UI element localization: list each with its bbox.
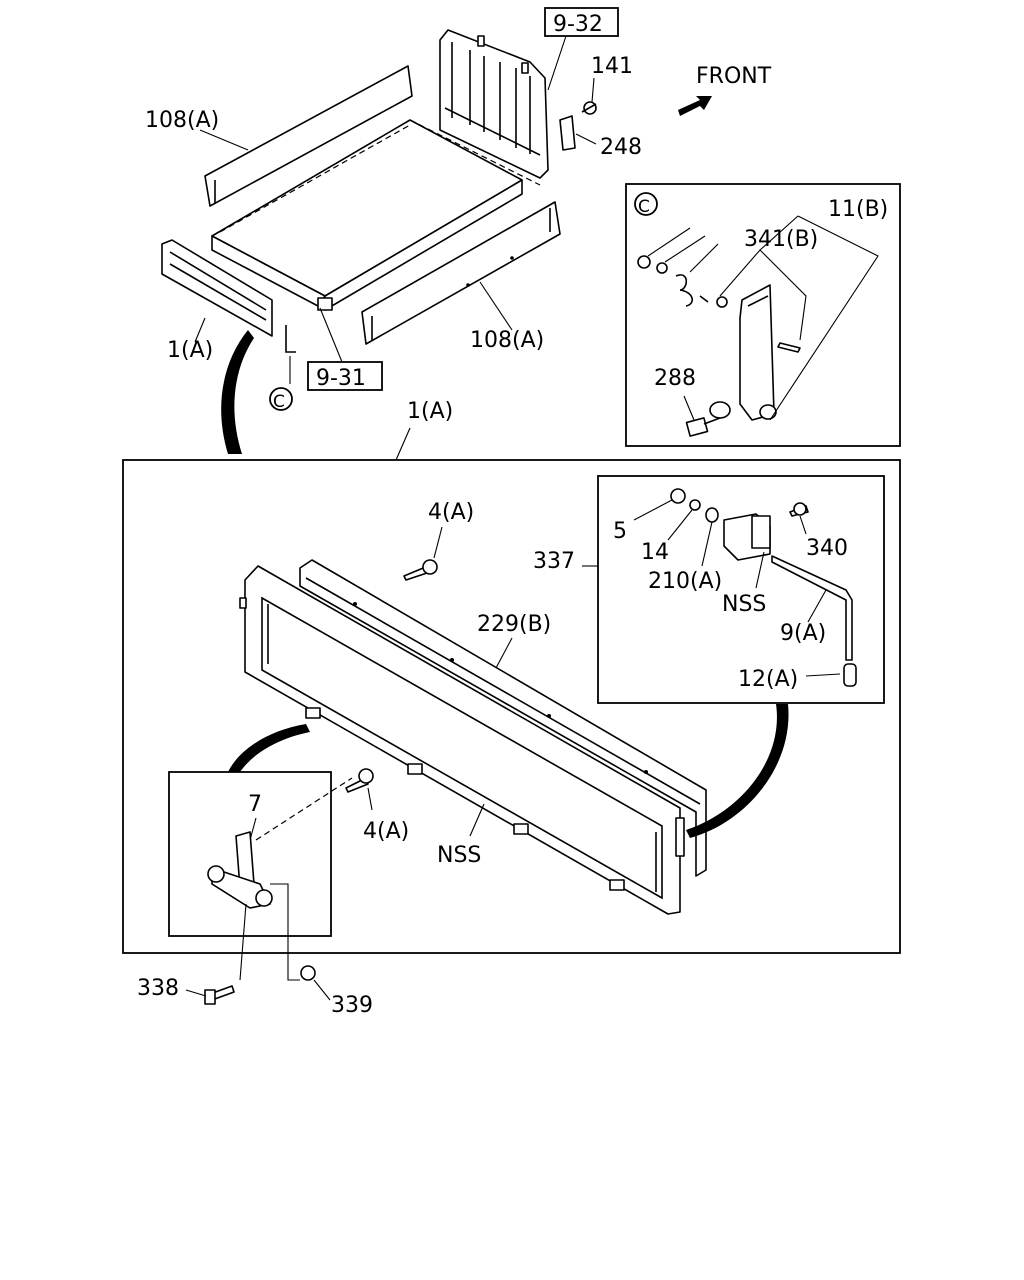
label-288: 288 bbox=[654, 366, 696, 391]
ref-box-9-31 bbox=[307, 361, 383, 391]
label-nss-main: NSS bbox=[437, 843, 481, 868]
bed-floor bbox=[211, 119, 541, 311]
label-nss-inset: NSS bbox=[722, 592, 766, 617]
label-108a-bottom: 108(A) bbox=[470, 328, 544, 353]
label-1a-main: 1(A) bbox=[407, 399, 453, 424]
label-front: FRONT bbox=[696, 64, 772, 89]
label-108a-top: 108(A) bbox=[145, 108, 219, 133]
label-14: 14 bbox=[641, 540, 669, 565]
label-229b: 229(B) bbox=[477, 612, 551, 637]
inset-7: 7 4(A) bbox=[168, 768, 409, 981]
label-338: 338 bbox=[137, 976, 179, 1001]
detail-c-marker: C bbox=[273, 392, 285, 412]
callout-arrow-top bbox=[221, 330, 254, 454]
tailgate-detail: 1(A) 4(A) 229(B) NSS bbox=[122, 399, 901, 981]
label-248: 248 bbox=[600, 135, 642, 160]
label-4a-top: 4(A) bbox=[428, 500, 474, 525]
label-7: 7 bbox=[248, 792, 262, 817]
ref-9-31: 9-31 bbox=[316, 366, 366, 391]
circle-letter-icon bbox=[269, 387, 293, 411]
label-5: 5 bbox=[613, 519, 627, 544]
label-210a: 210(A) bbox=[648, 569, 722, 594]
ref-box-9-32 bbox=[544, 7, 619, 37]
latch-part bbox=[285, 325, 296, 353]
label-11b: 11(B) bbox=[828, 197, 888, 222]
side-board-bottom bbox=[361, 201, 561, 345]
bracket-248 bbox=[559, 101, 597, 151]
label-4a-bottom: 4(A) bbox=[363, 819, 409, 844]
loose-fasteners: 338 339 bbox=[137, 965, 373, 1018]
inset-337: 337 5 14 210(A) NSS 340 9(A) 12(A) bbox=[533, 475, 885, 704]
label-141: 141 bbox=[591, 54, 633, 79]
callout-arrow-right bbox=[686, 704, 789, 838]
leader-lines-top bbox=[194, 35, 597, 384]
detail-c: C 11(B) 341(B) 288 bbox=[625, 183, 901, 447]
label-340: 340 bbox=[806, 536, 848, 561]
detail-c-box-label: C bbox=[638, 197, 650, 217]
header-board bbox=[439, 29, 549, 179]
callout-arrow-left bbox=[228, 724, 310, 772]
label-337: 337 bbox=[533, 549, 575, 574]
label-339: 339 bbox=[331, 993, 373, 1018]
label-9a: 9(A) bbox=[780, 621, 826, 646]
label-12a: 12(A) bbox=[738, 667, 798, 692]
front-arrow-icon bbox=[678, 96, 712, 116]
tail-board-small bbox=[161, 239, 273, 337]
label-1a-left: 1(A) bbox=[167, 338, 213, 363]
cargo-bed-assembly: FRONT bbox=[161, 29, 772, 353]
side-board-top bbox=[204, 65, 413, 207]
ref-9-32: 9-32 bbox=[553, 12, 603, 37]
